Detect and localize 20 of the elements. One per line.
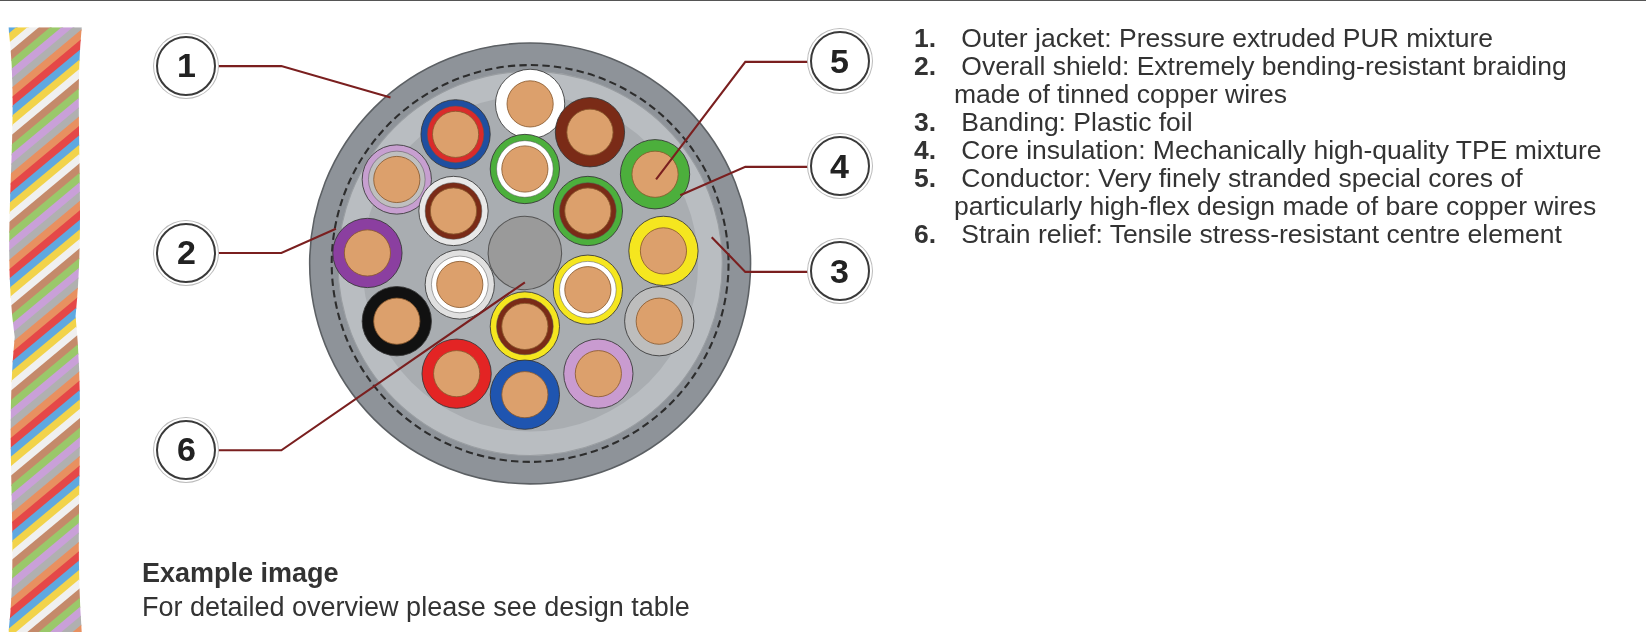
legend-text: 4. Core insulation: Mechanically high-quality TPE mixture (914, 136, 1603, 164)
callout-number: 5 (809, 31, 870, 92)
leader-line (216, 227, 337, 254)
legend-text: 3. Banding: Plastic foil (914, 108, 1193, 136)
leader-line (679, 165, 810, 197)
callout-number: 4 (809, 136, 870, 197)
callout-number: 3 (809, 241, 870, 302)
centre-element (487, 215, 563, 291)
callout-number: 2 (156, 222, 217, 283)
legend-text: 6. Strain relief: Tensile stress-resistant centre element (914, 220, 1563, 248)
callout-number: 6 (156, 419, 217, 480)
leader-line (655, 60, 810, 181)
legend-text: 1. Outer jacket: Pressure extruded PUR mixture (914, 24, 1495, 52)
leader-line (216, 65, 391, 99)
caption-text: For detailed overview please see design table (142, 592, 690, 623)
legend-text: 5. Conductor: Very finely stranded special cores of particularly high-flex design made of bare copper wires (914, 164, 1598, 220)
legend-text: 2. Overall shield: Extremely bending-resistant braiding made of tinned copper wires (914, 52, 1568, 108)
caption-heading: Example image (142, 558, 339, 589)
callout-number: 1 (156, 35, 217, 96)
conductor (631, 150, 679, 198)
